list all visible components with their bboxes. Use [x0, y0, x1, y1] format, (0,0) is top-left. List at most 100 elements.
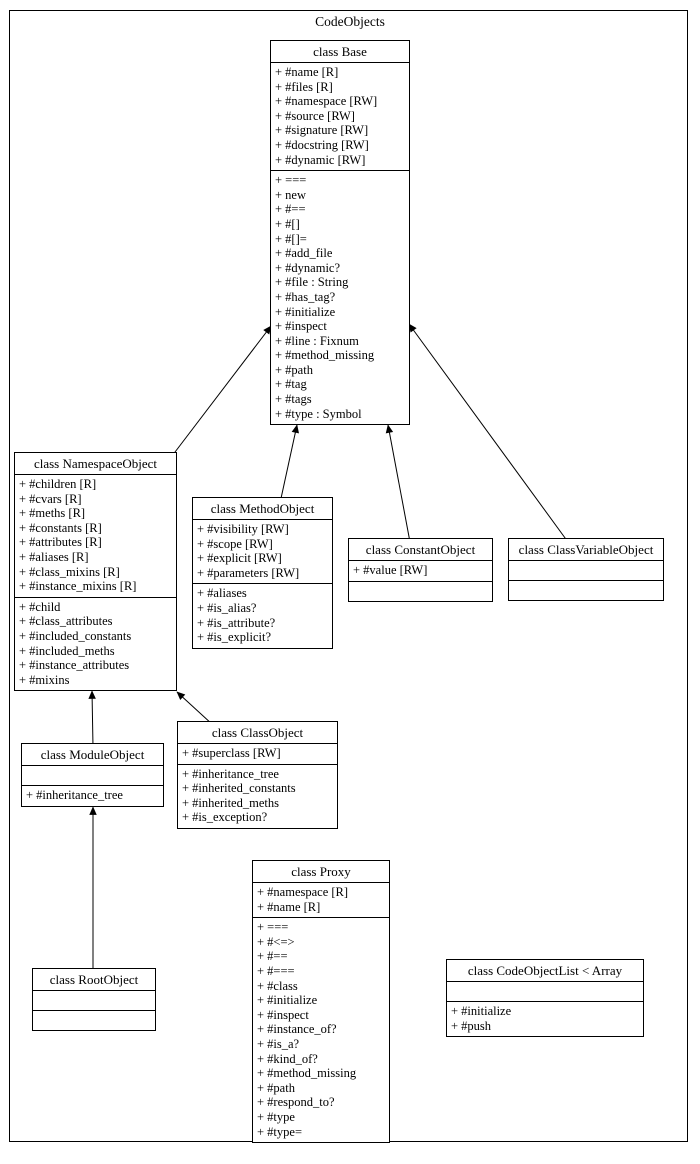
attribute-row: + #value [RW] [353, 563, 428, 577]
method-row: + #method_missing [257, 1066, 357, 1081]
method-row: + #is_alias? [197, 600, 257, 615]
attributes-compartment: + #name [R]+ #files [R]+ #namespace [RW]… [271, 63, 409, 172]
methods-compartment: + #inheritance_tree+ #inherited_constant… [178, 765, 337, 828]
method-row: + #child [19, 599, 61, 614]
attribute-row: + #parameters [RW] [197, 565, 300, 580]
class-title: class RootObject [33, 969, 155, 991]
class-title: class NamespaceObject [15, 453, 176, 475]
method-row: + #push [451, 1018, 492, 1033]
methods-compartment [33, 1011, 155, 1030]
method-row: + #line : Fixnum [275, 333, 359, 348]
method-row: + #included_constants [19, 628, 132, 643]
class-box-rootobject: class RootObject [32, 968, 156, 1031]
attribute-row: + #superclass [RW] [182, 746, 281, 760]
method-row: + #inheritance_tree [182, 766, 279, 781]
method-row: + #is_explicit? [197, 630, 272, 645]
method-row: + #type [257, 1109, 295, 1124]
attribute-row: + #namespace [RW] [275, 94, 378, 109]
method-row: + #initialize [257, 993, 318, 1008]
attributes-compartment: + #namespace [R]+ #name [R] [253, 883, 389, 919]
method-row: + #initialize [275, 304, 336, 319]
attribute-row: + #dynamic [RW] [275, 152, 366, 167]
attribute-row: + #constants [R] [19, 520, 102, 535]
method-row: + #path [275, 362, 313, 377]
attributes-compartment: + #visibility [RW]+ #scope [RW]+ #explic… [193, 520, 332, 585]
cluster-title: CodeObjects [315, 14, 385, 29]
method-row: + #<=> [257, 934, 295, 949]
attribute-row: + #cvars [R] [19, 491, 82, 506]
class-title: class ClassObject [178, 722, 337, 744]
attributes-compartment: + #value [RW] [349, 561, 492, 582]
class-box-classobject: class ClassObject + #superclass [RW] + #in… [177, 721, 338, 829]
method-row: + #== [257, 949, 288, 964]
method-row: + #inspect [275, 319, 327, 334]
method-row: + #instance_attributes [19, 658, 130, 673]
attribute-row: + #attributes [R] [19, 535, 102, 550]
attributes-compartment [447, 982, 643, 1002]
class-box-proxy: class Proxy+ #namespace [R]+ #name [R]+ … [252, 860, 390, 1144]
class-title: class CodeObjectList < Array [447, 960, 643, 982]
class-box-namespaceobject: class NamespaceObject+ #children [R]+ #c… [14, 452, 177, 692]
method-row: + #[]= [275, 231, 307, 246]
attributes-compartment [33, 991, 155, 1011]
method-row: + #aliases [197, 586, 247, 601]
method-row: + #kind_of? [257, 1051, 318, 1066]
class-box-codeobjectlist: class CodeObjectList < Array + #initializ… [446, 959, 644, 1038]
method-row: + #class_attributes [19, 614, 113, 629]
methods-compartment [349, 582, 492, 601]
method-row: + #inspect [257, 1007, 309, 1022]
attribute-row: + #aliases [R] [19, 549, 89, 564]
method-row: + #dynamic? [275, 260, 341, 275]
class-box-base: class Base+ #name [R]+ #files [R]+ #name… [270, 40, 410, 426]
method-row: + #path [257, 1080, 295, 1095]
attribute-row: + #namespace [R] [257, 885, 349, 899]
class-title: class ModuleObject [22, 744, 163, 766]
method-row: + #instance_of? [257, 1022, 337, 1037]
attributes-compartment [509, 561, 663, 581]
method-row: + #is_a? [257, 1036, 300, 1051]
method-row: + #class [257, 978, 298, 993]
class-box-methodobject: class MethodObject+ #visibility [RW]+ #s… [192, 497, 333, 649]
method-row: + #tag [275, 377, 307, 392]
method-row: + #file : String [275, 275, 349, 290]
attribute-row: + #meths [R] [19, 506, 86, 521]
attribute-row: + #docstring [RW] [275, 137, 369, 152]
method-row: + #== [275, 202, 306, 217]
method-row: + #is_attribute? [197, 615, 276, 630]
method-row: + #inherited_constants [182, 781, 296, 796]
method-row: + #initialize [451, 1004, 512, 1018]
method-row: + #included_meths [19, 643, 115, 658]
attribute-row: + #signature [RW] [275, 123, 369, 138]
method-row: + === [275, 173, 307, 188]
methods-compartment: + #initialize+ #push [447, 1002, 643, 1036]
methods-compartment: + #child+ #class_attributes+ #included_c… [15, 598, 176, 691]
attributes-compartment [22, 766, 163, 786]
methods-compartment: + #inheritance_tree [22, 786, 163, 806]
method-row: + #method_missing [275, 348, 375, 363]
class-title: class Base [271, 41, 409, 63]
methods-compartment: + ===+ new+ #==+ #[]+ #[]=+ #add_file+ #… [271, 171, 409, 424]
method-row: + #has_tag? [275, 289, 336, 304]
class-title: class ConstantObject [349, 539, 492, 561]
attribute-row: + #name [R] [257, 899, 321, 914]
methods-compartment: + ===+ #<=>+ #==+ #===+ #class+ #initial… [253, 918, 389, 1142]
attribute-row: + #visibility [RW] [197, 522, 289, 536]
methods-compartment [509, 581, 663, 600]
method-row: + new [275, 187, 306, 202]
attribute-row: + #children [R] [19, 477, 97, 491]
method-row: + #mixins [19, 672, 70, 687]
attribute-row: + #source [RW] [275, 108, 355, 123]
method-row: + #inheritance_tree [26, 788, 123, 802]
class-box-classvariableobject: class ClassVariableObject [508, 538, 664, 601]
attributes-compartment: + #superclass [RW] [178, 744, 337, 765]
method-row: + === [257, 920, 289, 935]
class-title: class ClassVariableObject [509, 539, 663, 561]
method-row: + #add_file [275, 246, 333, 261]
attributes-compartment: + #children [R]+ #cvars [R]+ #meths [R]+… [15, 475, 176, 598]
attribute-row: + #name [R] [275, 65, 339, 79]
method-row: + #=== [257, 963, 295, 978]
class-box-constantobject: class ConstantObject + #value [RW] [348, 538, 493, 602]
method-row: + #type : Symbol [275, 406, 362, 421]
class-box-moduleobject: class ModuleObject + #inheritance_tree [21, 743, 164, 807]
method-row: + #respond_to? [257, 1095, 335, 1110]
